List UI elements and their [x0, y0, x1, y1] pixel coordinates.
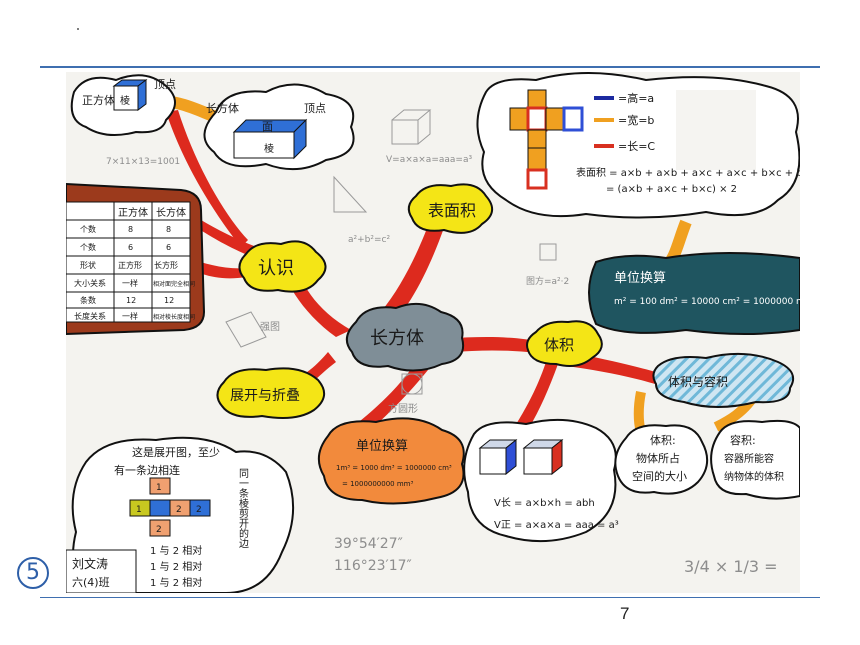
volume-def-line: 物体所占	[636, 451, 680, 465]
corner-dot	[77, 28, 79, 30]
surface-formula-line2: = (a×b + a×c + b×c) × 2	[606, 184, 737, 195]
author-name: 刘文涛	[72, 556, 108, 571]
badge-number: 5	[26, 560, 40, 585]
net-legend-length: =长=C	[618, 140, 655, 153]
capacity-def-line: 纳物体的体积	[724, 470, 784, 483]
unfold-side-note: 同一条棱剪开的边	[237, 468, 249, 549]
cube-vertex-label: 顶点	[154, 78, 176, 91]
table-cell: 条数	[80, 295, 96, 305]
pencil-note: 3/4 × 1/3 =	[684, 557, 778, 576]
unfold-pair: 1 与 2 相对	[150, 576, 202, 589]
table-header-cube: 正方体	[118, 206, 148, 219]
table-cell: 一样	[122, 278, 138, 288]
area-unit-title: 单位换算	[614, 271, 666, 286]
area-unit-text: m² = 100 dm² = 10000 cm² = 1000000 mm²	[614, 297, 800, 307]
table-cell: 一样	[122, 311, 138, 321]
table-cell: 6	[166, 243, 171, 252]
net-cell-label: 2	[176, 505, 182, 515]
table-cell: 形状	[80, 260, 96, 270]
table-cell: 8	[128, 225, 133, 234]
net-cell-label: 2	[196, 505, 202, 515]
cuboid-vertex-label: 顶点	[304, 102, 326, 115]
pencil-note: 39°54′27″	[334, 536, 403, 552]
cuboid-name: 长方体	[206, 101, 239, 115]
pencil-note: V=a×a×a=aaa=a³	[386, 155, 472, 165]
branch-unfold-fold: 展开与折叠	[230, 388, 300, 404]
unfold-note-line: 这是展开图，至少	[132, 445, 220, 459]
header-rule	[40, 66, 820, 68]
table-cell: 6	[128, 243, 133, 252]
capacity-def-cloud	[710, 419, 800, 500]
table-cell: 8	[166, 225, 171, 234]
pencil-note: a²+b²=c²	[348, 235, 390, 245]
volume-formula-cube: V正 = a×a×a = aaa = a³	[494, 520, 619, 531]
volume-def-line: 空间的大小	[632, 469, 687, 483]
cube-edge-label: 棱	[120, 94, 130, 107]
volume-unit-title: 单位换算	[356, 439, 408, 454]
table-header-cuboid: 长方体	[156, 206, 186, 219]
net-legend-width: =宽=b	[618, 113, 654, 127]
net-cell-label: 1	[156, 483, 162, 493]
surface-formula-line1: 表面积 = a×b + a×b + a×c + a×c + b×c + b×c	[576, 166, 800, 179]
pencil-note: 方圆形	[388, 402, 418, 415]
branch-volume: 体积	[544, 336, 574, 354]
branch-surface-area: 表面积	[428, 201, 476, 220]
bubble-surface	[407, 183, 493, 234]
cube-name: 正方体	[82, 93, 115, 107]
bubble-unfold	[216, 367, 325, 419]
net-legend-height: =高=a	[618, 91, 654, 105]
branch-volume-capacity: 体积与容积	[668, 374, 728, 389]
pencil-note: 116°23′17″	[334, 558, 412, 574]
volume-unit-line2: = 1000000000 mm³	[342, 480, 413, 488]
table-cell: 相对面完全相同	[153, 280, 195, 288]
slide-badge: 5	[16, 556, 50, 590]
unfold-pair: 1 与 2 相对	[150, 560, 202, 573]
net-cell-label: 2	[156, 525, 162, 535]
branch-recognize: 认识	[258, 258, 294, 279]
table-cell: 12	[126, 296, 136, 305]
table-cell: 长度关系	[74, 311, 106, 321]
table-cell: 长方形	[154, 260, 178, 270]
bubble-recognize	[238, 240, 327, 293]
cuboid-face-label: 面	[262, 120, 273, 133]
cuboid-edge-label: 棱	[264, 142, 274, 155]
author-class: 六(4)班	[72, 576, 110, 589]
bubble-volume	[526, 320, 603, 367]
table-cell: 个数	[80, 242, 96, 252]
center-cloud	[345, 302, 464, 372]
footer-rule	[40, 597, 820, 598]
pencil-note: 7×11×13=1001	[106, 157, 180, 167]
pencil-note: 图方=a²·2	[526, 275, 569, 287]
volume-def-cloud	[614, 424, 709, 495]
pencil-sketches	[225, 109, 557, 395]
table-cell: 大小关系	[74, 278, 106, 288]
unfold-note-line: 有一条边相连	[114, 463, 180, 477]
center-title: 长方体	[370, 328, 424, 349]
capacity-def-line: 容器所能容	[724, 452, 774, 465]
net-cell-label: 1	[136, 505, 142, 515]
volume-formula-cuboid: V长 = a×b×h = abh	[494, 497, 595, 509]
volume-unit-cloud	[317, 417, 465, 505]
volume-def-line: 体积:	[650, 433, 676, 447]
table-cell: 个数	[80, 224, 96, 234]
volume-capacity-cloud	[652, 352, 794, 408]
capacity-def-line: 容积:	[730, 433, 756, 447]
table-cell: 正方形	[118, 260, 142, 270]
area-unit-cloud	[588, 252, 800, 335]
page-number: 7	[620, 604, 630, 623]
table-cell: 12	[164, 296, 174, 305]
volume-unit-line1: 1m³ = 1000 dm³ = 1000000 cm³	[336, 464, 452, 472]
mindmap-photo: 正方体 顶点 棱 长方体 顶点 面 棱 正方体 长方体 个数 8 8 个数 6 …	[66, 72, 800, 593]
pencil-note: 强图	[260, 321, 280, 333]
table-cell: 相对棱长度相同	[153, 313, 195, 321]
unfold-pair: 1 与 2 相对	[150, 544, 202, 557]
